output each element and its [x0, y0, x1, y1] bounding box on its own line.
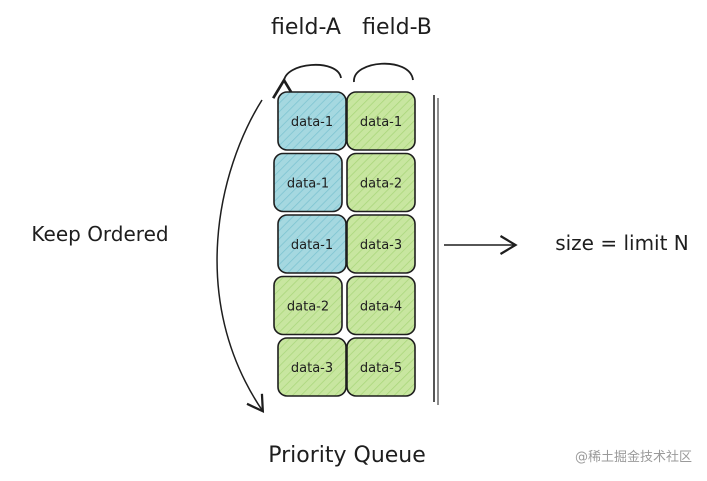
field-a-cell-5 — [277, 337, 347, 397]
keep-ordered-label: Keep Ordered — [31, 222, 168, 246]
field-a-curve-arrow — [272, 64, 342, 99]
keep-ordered-arrow — [216, 99, 265, 414]
field-b-cell-label-1: data-1 — [360, 115, 402, 130]
size-limit-label: size = limit N — [555, 231, 689, 255]
field-a-cell-label-4: data-2 — [287, 300, 329, 315]
field-b-cell-1 — [346, 91, 416, 151]
field-a-cell-1 — [277, 91, 347, 151]
field-a-header: field-A — [271, 15, 341, 40]
field-a-cell-4 — [273, 275, 343, 336]
field-b-cell-label-4: data-4 — [360, 300, 402, 315]
field-b-cell-4 — [346, 275, 416, 336]
priority-queue-label: Priority Queue — [268, 443, 426, 468]
queue-cells: data-1 data-1 data-1 data-2 data-1 data-3 data… — [273, 91, 416, 397]
field-a-cell-label-2: data-1 — [287, 177, 329, 192]
field-a-cell-label-5: data-3 — [291, 361, 333, 376]
field-b-cell-2 — [346, 152, 416, 213]
field-b-cell-label-5: data-5 — [360, 361, 402, 376]
field-b-cell-label-3: data-3 — [360, 238, 402, 253]
field-a-cell-2 — [273, 152, 343, 213]
field-a-cell-label-1: data-1 — [291, 115, 333, 130]
field-b-cell-label-2: data-2 — [360, 177, 402, 192]
field-a-cell-3 — [277, 214, 347, 274]
field-b-curve-arrow — [353, 62, 414, 83]
watermark: @稀土掘金技术社区 — [575, 449, 692, 465]
field-a-cell-label-3: data-1 — [291, 238, 333, 253]
field-b-cell-5 — [346, 337, 416, 397]
field-b-header: field-B — [362, 15, 432, 40]
field-b-cell-3 — [346, 214, 416, 274]
